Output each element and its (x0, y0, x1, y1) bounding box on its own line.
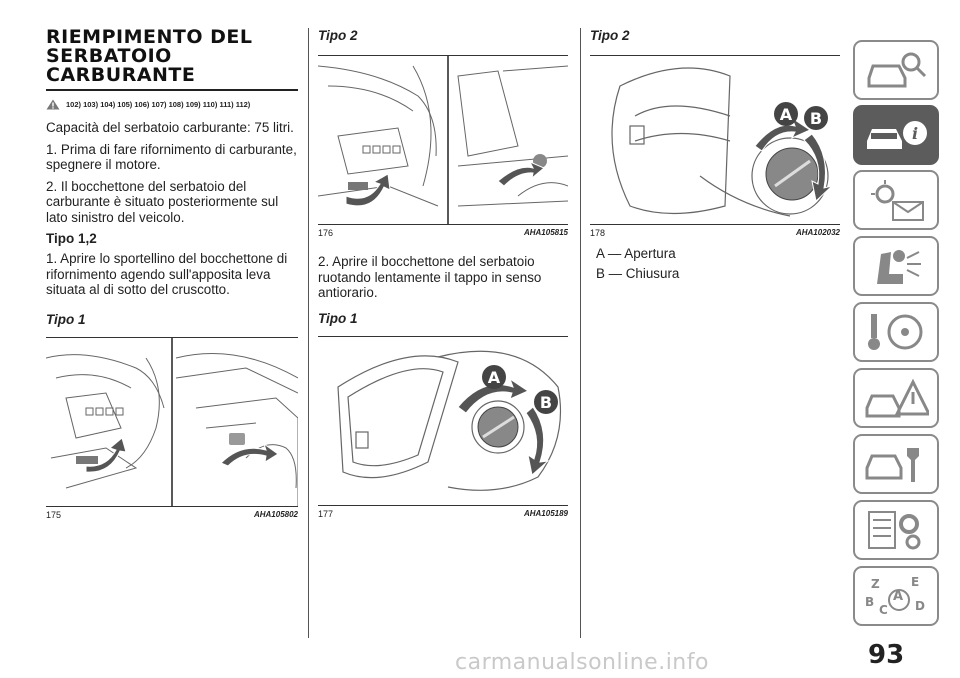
subheading-tipo-1-2: Tipo 1,2 (46, 231, 97, 246)
svg-text:E: E (911, 575, 919, 589)
figure-175-label: Tipo 1 (46, 311, 86, 327)
figure-176-caption: 176 AHA105815 (318, 228, 568, 238)
watermark: carmanualsonline.info (455, 650, 709, 675)
figure-178-label: Tipo 2 (590, 28, 630, 43)
figure-176-number: 176 (318, 228, 334, 238)
tab-car-search[interactable] (853, 40, 939, 100)
notes-refs-text: 102) 103) 104) 105) 106) 107) 108) 109) … (66, 100, 251, 109)
svg-text:A: A (893, 589, 903, 604)
figure-177-caption: 177 AHA105189 (318, 509, 568, 519)
list-gears-icon (868, 511, 921, 550)
title-line-3: CARBURANTE (46, 64, 196, 86)
title-rule (46, 89, 298, 91)
key-steering-wheel-icon (868, 314, 923, 350)
step-2-text: 2. Il bocchettone del serbatoio del carb… (46, 178, 279, 225)
tab-index[interactable]: Z E B A D C (853, 566, 939, 626)
figure-178-caption: 178 AHA102032 (590, 228, 840, 238)
figure-178-letter-a: A (780, 105, 793, 124)
notes-references: 102) 103) 104) 105) 106) 107) 108) 109) … (46, 99, 298, 110)
warning-triangle-icon (46, 99, 60, 110)
figure-178-code: AHA102032 (795, 228, 840, 237)
figure-176-label: Tipo 2 (318, 28, 358, 43)
tab-technical-data[interactable] (853, 500, 939, 560)
svg-text:D: D (915, 599, 925, 613)
page-number: 93 (868, 640, 905, 670)
car-search-icon (867, 52, 927, 88)
fuel-cap-illustration-tipo-2: A B (611, 67, 834, 217)
figure-177-letter-b: B (540, 393, 552, 412)
tab-maintenance[interactable] (853, 434, 939, 494)
figure-178-legend: A — Apertura B — Chiusura (590, 246, 840, 281)
figure-177-letter-a: A (488, 368, 501, 387)
legend-item-a: A — Apertura (596, 246, 676, 261)
figure-177-code: AHA105189 (523, 508, 568, 518)
step-2b-text: 2. Aprire il bocchettone del serbatoio r… (318, 254, 542, 300)
tab-warning-lights[interactable] (853, 170, 939, 230)
svg-text:C: C (879, 603, 888, 617)
section-title: RIEMPIMENTO DEL SERBATOIO CARBURANTE (46, 28, 298, 85)
column-3: Tipo 2 A B 178 AHA102032 A — Apertu (590, 28, 840, 285)
title-line-2: SERBATOIO (46, 45, 172, 67)
tab-starting-driving[interactable] (853, 302, 939, 362)
figure-175-caption: 175 AHA105802 (46, 510, 298, 520)
figure-177-number: 177 (318, 508, 334, 519)
car-wrench-icon (865, 448, 919, 482)
figure-177: A B (318, 335, 568, 506)
figure-175 (45, 336, 299, 507)
car-warning-triangle-icon (865, 378, 929, 418)
title-line-1: RIEMPIMENTO DEL (46, 26, 253, 48)
figure-178: A B (590, 55, 840, 225)
column-2: Tipo 2 176 (317, 28, 569, 519)
column-1: RIEMPIMENTO DEL SERBATOIO CARBURANTE 102… (45, 28, 299, 520)
step-1b-text: 1. Aprire lo sportellino del bocchettone… (46, 251, 288, 297)
tab-safety[interactable] (853, 236, 939, 296)
figure-178-number: 178 (590, 228, 606, 238)
svg-text:Z: Z (871, 577, 880, 591)
tab-car-info[interactable]: i (853, 105, 939, 165)
figure-176 (317, 55, 569, 225)
fuel-cap-illustration-tipo-1: A B (337, 350, 561, 491)
figure-175-number: 175 (46, 509, 62, 520)
seat-airbag-icon (877, 250, 921, 284)
column-divider-1 (308, 28, 309, 638)
svg-text:B: B (865, 595, 874, 609)
figure-177-label: Tipo 1 (318, 310, 358, 326)
tab-emergency[interactable] (853, 368, 939, 428)
alphabet-index-icon: Z E B A D C (865, 575, 925, 617)
legend-item-b: B — Chiusura (596, 265, 680, 281)
figure-178-letter-b: B (810, 109, 822, 128)
capacity-text: Capacità del serbatoio carburante: 75 li… (46, 120, 294, 135)
figure-175-code: AHA105802 (253, 509, 298, 519)
dashboard-door-illustration (317, 56, 569, 224)
car-info-icon: i (867, 121, 927, 149)
column-divider-2 (580, 28, 581, 638)
figure-176-code: AHA105815 (523, 228, 568, 237)
step-1-text: 1. Prima di fare rifornimento di carbura… (46, 141, 297, 173)
warning-light-mail-icon (871, 180, 924, 221)
dashboard-lever-illustration (45, 337, 299, 506)
svg-text:i: i (912, 124, 918, 143)
